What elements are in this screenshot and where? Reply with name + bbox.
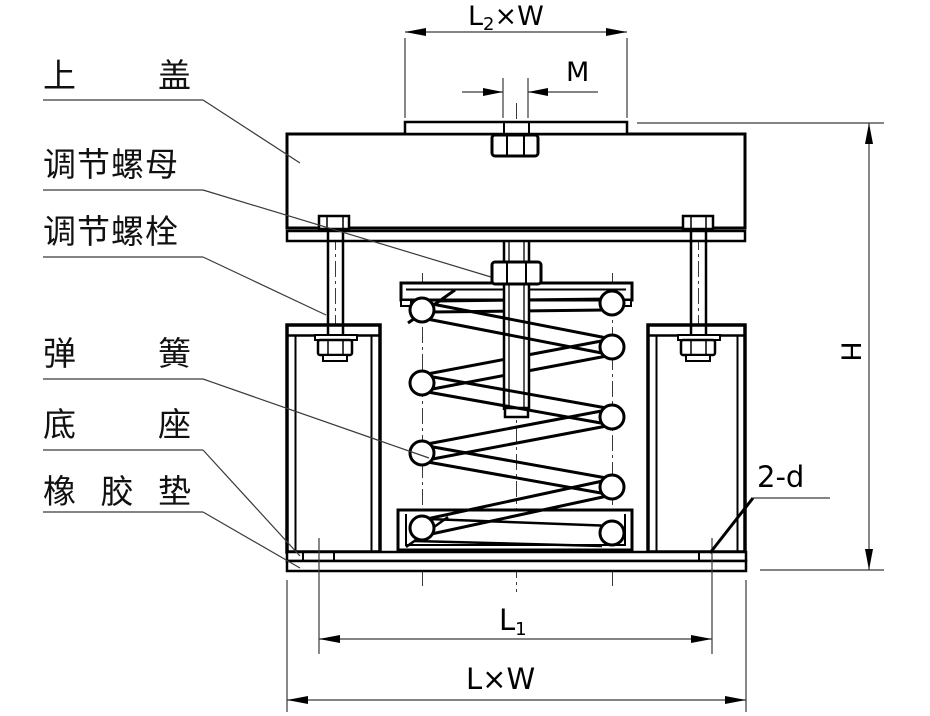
center-bolt-head <box>490 122 540 158</box>
dim-label-lw: L×W <box>466 662 536 696</box>
dim-top-plate <box>404 28 628 118</box>
left-adjusting-bolt <box>314 214 358 362</box>
right-collar <box>685 354 711 362</box>
leader-spring <box>43 378 430 459</box>
label-leaders <box>43 99 492 569</box>
dim-hole-span <box>318 538 713 654</box>
dim-height <box>637 122 884 571</box>
left-nut <box>316 338 354 357</box>
dim-label-l1: L1 <box>499 603 527 640</box>
base-assembly <box>285 550 748 573</box>
dim-label-h: H <box>834 341 866 362</box>
label-rubber-pad: 橡 胶 垫 <box>43 472 191 511</box>
callout-holes <box>708 497 830 554</box>
top-mounting-plate <box>403 120 629 136</box>
dim-label-2d: 2-d <box>757 460 805 494</box>
label-top-cover-char2: 盖 <box>158 56 191 95</box>
dim-label-l2w: L2×W <box>468 1 544 35</box>
dim-bolt-size <box>462 78 598 118</box>
hole-leader <box>708 497 755 554</box>
left-collar <box>322 354 348 362</box>
label-adjust-nut: 调节螺母 <box>43 145 179 184</box>
label-spring: 弹 簧 <box>43 334 191 373</box>
leader-base <box>43 449 301 557</box>
dim-label-m: M <box>566 57 590 88</box>
right-column <box>646 323 747 554</box>
dim-base-plate <box>286 580 747 712</box>
spring-coil-rear <box>421 297 613 538</box>
label-base: 底 座 <box>43 405 191 444</box>
base-plate <box>285 550 748 563</box>
label-top-cover-char1: 上 <box>43 56 76 95</box>
label-top-cover: 上 盖 <box>43 56 191 95</box>
leader-rubber-pad <box>43 511 301 569</box>
top-cover <box>285 120 747 243</box>
spring-coil-sections <box>408 289 626 547</box>
leader-top-cover <box>43 99 301 164</box>
label-adjust-bolt: 调节螺栓 <box>43 212 179 251</box>
rubber-pad <box>285 559 748 573</box>
left-bolt-head <box>317 214 351 231</box>
leader-adjust-nut <box>43 189 492 278</box>
right-nut <box>679 338 717 357</box>
leader-adjust-bolt <box>43 256 327 316</box>
adjusting-nut <box>490 260 543 286</box>
right-adjusting-bolt <box>677 214 721 362</box>
spring-coil-front <box>407 288 613 497</box>
right-bolt-head <box>681 214 715 231</box>
cover-bottom-flange <box>285 229 747 243</box>
